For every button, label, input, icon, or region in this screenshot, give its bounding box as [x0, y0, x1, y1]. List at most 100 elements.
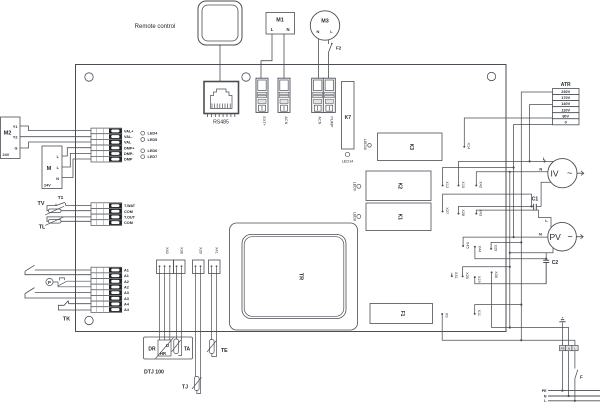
terminal-label: A1 [124, 269, 129, 273]
terminal-slot [111, 268, 120, 272]
terminal-row: A1 [90, 266, 129, 274]
faston-x9: X9 [441, 313, 449, 318]
mains-terminal-label: N [568, 347, 570, 351]
svg-text:N: N [539, 167, 542, 172]
terminal-label: VAL+ [124, 129, 134, 133]
m3-label: M3 [321, 19, 329, 25]
terminal-slot [111, 279, 120, 283]
header-pin-icon [158, 265, 161, 268]
junction-dot-icon [520, 241, 523, 244]
tk-label: TK [63, 317, 70, 323]
faston-x42: X42 [475, 181, 483, 188]
pin-header-x40: X40 [156, 247, 174, 274]
te-sensor: TE [206, 273, 228, 357]
svg-text:HR: HR [160, 351, 166, 356]
c2-label: C2 [552, 260, 559, 266]
led6-icon [140, 148, 145, 153]
faston-x14: X14 [463, 143, 471, 150]
pv-label: PV [550, 232, 562, 242]
f1-label: F1 [399, 311, 405, 317]
wire [20, 125, 91, 149]
wire-x28-c1 [458, 206, 534, 214]
wire-x44-c2 [474, 246, 547, 260]
terminal-divider [96, 145, 104, 151]
terminal-divider [96, 295, 104, 302]
m1-label: M1 [276, 18, 284, 24]
ta-label: TA [184, 347, 191, 353]
ta-sensor-icon [173, 338, 179, 354]
connector-bar [278, 91, 290, 95]
tv-tl-sensors: T1 TV TL [38, 195, 91, 231]
pin-header-label: X39 [198, 247, 202, 254]
header-pin-icon [168, 265, 171, 268]
edge-connector-pump: PUMP [322, 77, 336, 128]
k7-label: K7 [345, 115, 352, 121]
terminal-slot [111, 291, 120, 295]
connector-bar [313, 98, 322, 104]
f-label: F [580, 375, 583, 380]
wire-x20 [462, 266, 510, 277]
pin-header-x38: X38 [173, 247, 186, 274]
led-label: LED7 [148, 155, 158, 159]
c2-capacitor: C2 [543, 259, 559, 266]
led14-label: LED14 [342, 160, 354, 164]
wire-x43-pv-l [475, 209, 552, 228]
edge-connector-acn: ACN [277, 77, 291, 125]
faston-label: X15 [461, 181, 465, 188]
dtj100-label: DTJ 100 [144, 370, 164, 376]
contact-a3-icon [24, 287, 91, 299]
edge-connector-acn: ACN [311, 77, 325, 125]
led14-icon [344, 151, 351, 158]
faston-label: X14 [467, 143, 471, 150]
terminal-slot [111, 308, 120, 311]
terminal-row: A1 [90, 272, 129, 279]
remote-control-label: Remote control [135, 24, 176, 30]
rs485-label: RS485 [213, 120, 229, 126]
tr-outer [229, 222, 358, 331]
faston-tick-icon [441, 184, 444, 187]
mount-hole-icon [486, 71, 497, 82]
wire [562, 350, 569, 396]
connector-bar [278, 95, 290, 98]
wire [260, 34, 285, 79]
svg-text:L: L [543, 156, 546, 161]
t1-contact-icon [46, 201, 91, 212]
terminal-row: A2 [90, 283, 129, 291]
terminal-slot [111, 285, 120, 289]
relays: K7 LED14 K3 LED10 K2 LED9 K1 LED8 F1 [341, 81, 443, 324]
f1-fuse [369, 303, 433, 324]
junction-dot-icon [520, 339, 523, 342]
terminal-label: A4 [124, 302, 130, 306]
te-sensor-icon [209, 339, 215, 354]
svg-text:L: L [544, 399, 547, 402]
header-body [192, 259, 205, 274]
pv-shaft-arrow-icon [576, 234, 584, 240]
atr-tap-label: 110V [561, 108, 570, 112]
terminal-row: DMP- [90, 150, 134, 157]
a-input-contacts: P TK [24, 264, 91, 323]
connector-bar [312, 95, 323, 98]
faston-label: X9 [445, 313, 449, 318]
f2-fuse-icon [328, 39, 333, 79]
pv-fan-motor: PV ~ L N [539, 218, 584, 252]
pin-header-label: X38 [179, 247, 183, 254]
board-outline [75, 64, 507, 332]
tv-label: TV [38, 201, 45, 207]
terminal-slot [111, 215, 120, 219]
terminal-label: DMP+ [124, 146, 135, 150]
tl-label: TL [39, 225, 46, 231]
terminal-label: T.WAT [124, 204, 136, 208]
terminal-slot [111, 157, 120, 161]
svg-text:N: N [539, 232, 542, 237]
faston-label: X12 [445, 181, 449, 188]
k2-relay [365, 170, 432, 201]
k3-relay [377, 132, 443, 161]
connector-bar [279, 98, 289, 104]
faston-label: X29 [494, 245, 498, 252]
led7-icon [140, 154, 145, 159]
faston-label: X28 [461, 209, 465, 216]
led9-label: LED9 [353, 182, 357, 191]
junction-dot-icon [543, 160, 546, 163]
